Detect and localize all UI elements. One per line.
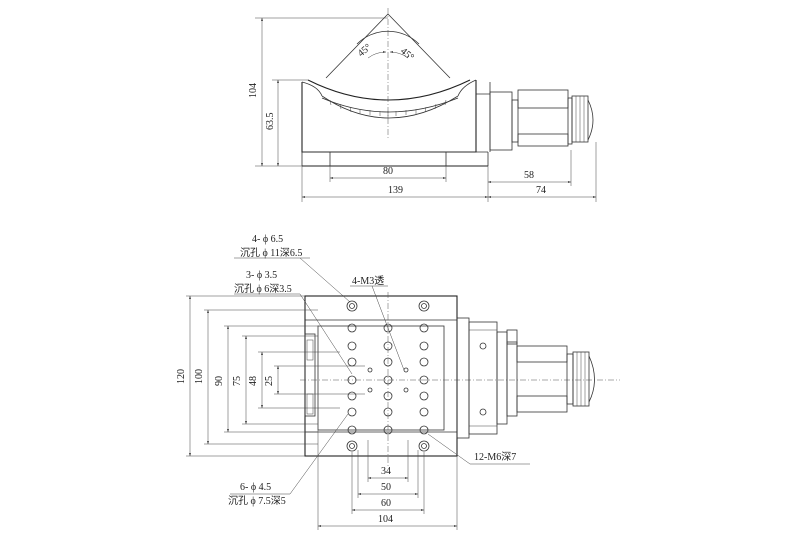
dim-75-vertical: 75 [232,376,243,386]
note-counterbore-7-5-depth-5: 沉孔 ϕ 7.5深5 [228,494,286,507]
dim-90-vertical: 90 [214,376,225,386]
counterbore-holes-6-5 [346,300,430,452]
scale-ticks [329,99,447,118]
dim-104-horizontal: 104 [378,514,393,525]
angle-ray-left [325,13,389,79]
tapped-holes-m6 [347,323,429,435]
note-12-m6-depth-7: 12-M6深7 [474,451,516,463]
front-view: 45° 45° [248,8,597,202]
angle-label-right: 45° [398,46,416,63]
dim-34-horizontal: 34 [381,466,391,477]
angle-ray-right [387,13,451,79]
micrometer-head [489,89,594,151]
dim-80-horizontal: 80 [383,166,393,177]
note-counterbore-6-depth-3-5: 沉孔 ϕ 6深3.5 [234,282,292,295]
note-counterbore-11-depth-6-5: 沉孔 ϕ 11深6.5 [240,246,302,259]
scale-inner-arc [321,95,459,119]
dim-48-vertical: 48 [248,376,259,386]
dim-63-5-vertical: 63.5 [265,113,276,131]
dim-120-vertical: 120 [176,369,187,384]
dim-58-horizontal: 58 [524,170,534,181]
dim-139-horizontal: 139 [388,185,403,196]
note-6-phi-4-5: 6- ϕ 4.5 [240,482,271,493]
top-plan-view: 4- ϕ 6.5 沉孔 ϕ 11深6.5 3- ϕ 3.5 沉孔 ϕ 6深3.5… [176,234,620,530]
dim-25-vertical: 25 [264,376,275,386]
note-3-phi-3-5: 3- ϕ 3.5 [246,270,277,281]
scale-tick-arc [321,97,459,113]
dim-74-horizontal: 74 [536,185,546,196]
dim-100-vertical: 100 [194,369,205,384]
note-4-phi-6-5: 4- ϕ 6.5 [252,234,283,245]
angle-arc [356,30,420,45]
dim-60-horizontal: 60 [381,498,391,509]
note-4-m3-through: 4-M3透 [352,275,384,287]
stage-inner-plate [317,325,445,431]
stage-body-outline [301,80,477,153]
dim-104-vertical: 104 [248,83,259,98]
scale-outer-arc [307,79,471,101]
dim-50-horizontal: 50 [381,482,391,493]
